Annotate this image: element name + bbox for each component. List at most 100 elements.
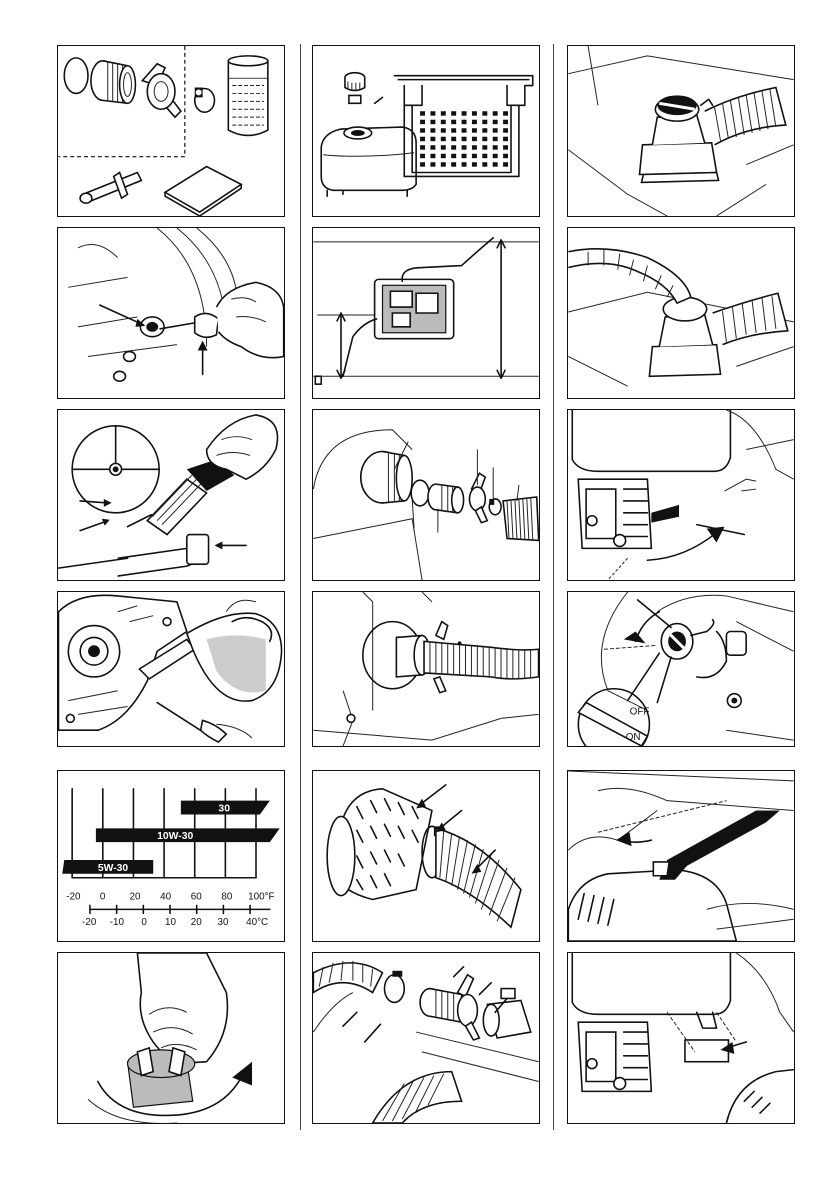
spark-plug-icon: [128, 459, 235, 534]
mesh-hole: [503, 120, 508, 124]
column-divider-right: [553, 44, 554, 1130]
mesh-hole: [472, 145, 477, 149]
mesh-hole: [420, 111, 425, 115]
discharge-hose-icon: [402, 238, 493, 281]
mesh-hole: [493, 120, 498, 124]
hose-coupling-icon: [420, 989, 462, 1023]
discharge-hose-icon: [705, 88, 786, 145]
rotation-arrow-icon: [624, 612, 660, 644]
mesh-hole: [503, 128, 508, 132]
gasket-icon: [411, 480, 429, 506]
mesh-hole: [493, 154, 498, 158]
mesh-hole: [493, 137, 498, 141]
c-tick: -10: [110, 917, 125, 928]
mesh-hole: [462, 111, 467, 115]
hose-coupling-icon: [91, 61, 135, 103]
figure-suction-hose-attached: [312, 591, 540, 747]
figure-oil-viscosity-chart: 30 10W-30 5W-30 -20 0 20 40 60 80 100°F …: [57, 770, 285, 942]
hose-clamp-icon: [384, 971, 404, 1003]
mesh-hole: [430, 120, 435, 124]
mesh-hole: [441, 137, 446, 141]
dipstick-icon: [160, 313, 218, 337]
fuel-cap-icon: [128, 1048, 195, 1107]
throttle-lever-icon: [653, 811, 780, 880]
mesh-hole: [503, 111, 508, 115]
mesh-hole: [430, 128, 435, 132]
fuel-tank-edge-icon: [572, 410, 730, 471]
hose-clamp-icon: [195, 88, 215, 113]
mesh-hole: [472, 120, 477, 124]
suction-hose-icon: [503, 497, 539, 540]
mesh-hole: [482, 111, 487, 115]
priming-cap-icon: [655, 95, 698, 121]
mesh-hole: [493, 128, 498, 132]
mesh-hole: [493, 111, 498, 115]
strainer-icon: [228, 56, 268, 136]
pump-inlet-port-icon: [361, 452, 412, 503]
filling-hose-icon: [568, 249, 691, 303]
band-label-10w30: 10W-30: [157, 831, 193, 842]
f-tick: 80: [221, 891, 232, 902]
pump-outlet-body-icon: [649, 315, 720, 376]
figure-strainer-on-hose: [312, 770, 540, 942]
mesh-hole: [503, 162, 508, 166]
hand-icon: [137, 953, 227, 1064]
mesh-hole: [472, 154, 477, 158]
pump-outlet-icon: [483, 989, 530, 1038]
fuel-valve-knob-icon: [661, 624, 693, 660]
mesh-hole: [472, 137, 477, 141]
oil-container-icon: [187, 600, 282, 701]
wing-nut-icon: [458, 975, 480, 1040]
oil-band-5w30: 5W-30: [62, 860, 153, 874]
c-tick: 10: [165, 917, 176, 928]
figure-recoil-starter-lever: [567, 770, 795, 942]
mesh-hole: [472, 111, 477, 115]
f-tick: 100°F: [248, 891, 274, 902]
fuel-tank-edge-icon: [572, 953, 730, 1014]
figure-priming-fill: [567, 227, 795, 399]
mesh-hole: [462, 137, 467, 141]
band-label-30: 30: [218, 804, 230, 815]
mesh-hole: [462, 154, 467, 158]
f-tick: -20: [66, 891, 81, 902]
mesh-hole: [420, 145, 425, 149]
fahrenheit-axis: -20 0 20 40 60 80 100°F: [66, 891, 274, 902]
c-tick: 20: [191, 917, 202, 928]
mesh-hole: [420, 120, 425, 124]
figure-choke-lever: [567, 409, 795, 581]
mesh-hole: [482, 145, 487, 149]
mesh-hole: [451, 162, 456, 166]
hand-icon: [216, 282, 283, 357]
mesh-hole: [430, 162, 435, 166]
mesh-hole: [430, 137, 435, 141]
strainer-icon: [327, 789, 432, 900]
mesh-hole: [430, 111, 435, 115]
c-tick: -20: [82, 917, 97, 928]
mesh-hole: [451, 154, 456, 158]
mesh-hole: [420, 154, 425, 158]
choke-lever-icon: [651, 505, 679, 523]
celsius-axis: -20 -10 0 10 20 30 40°C: [82, 917, 268, 928]
mesh-hole: [441, 162, 446, 166]
fuel-tank-icon: [321, 127, 416, 196]
c-tick: 0: [141, 917, 147, 928]
figure-fuel-tank-strainer: [312, 45, 540, 217]
hose-coupling-icon: [428, 484, 464, 513]
f-tick: 0: [100, 891, 106, 902]
pump-outlet-body-icon: [639, 115, 718, 182]
figure-oil-filling: [57, 591, 285, 747]
figure-air-cleaner-lever: [567, 952, 795, 1124]
column-divider-left: [300, 44, 301, 1130]
mesh-hole: [482, 128, 487, 132]
band-label-5w30: 5W-30: [98, 863, 129, 874]
pump-unit-icon: [375, 279, 454, 338]
fuel-cap-icon: [345, 73, 365, 104]
plug-wrench-icon: [118, 535, 209, 577]
mesh-hole: [503, 154, 508, 158]
mesh-hole: [430, 145, 435, 149]
gasket-ring-icon: [64, 58, 88, 94]
figure-discharge-fittings-exploded: [312, 952, 540, 1124]
wing-nut-icon: [142, 64, 181, 117]
wing-nut-icon: [469, 473, 487, 522]
fuel-line-icon: [691, 620, 746, 708]
